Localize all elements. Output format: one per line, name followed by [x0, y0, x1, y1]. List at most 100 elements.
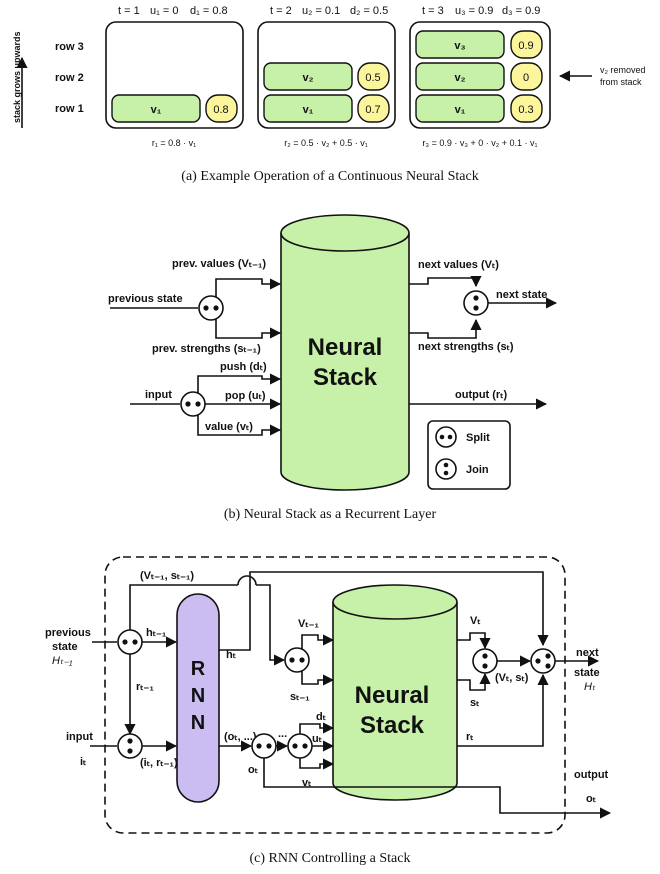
strength-label: 0.7	[365, 104, 380, 116]
previous-state-label: state	[52, 641, 78, 653]
dots-label: ...	[278, 728, 287, 740]
u-t-label: uₜ	[312, 733, 322, 745]
vector-cell	[415, 62, 505, 91]
legend-join-label: Join	[466, 464, 489, 476]
vector-label: v₁	[455, 104, 466, 116]
vector-cell	[111, 94, 201, 123]
rnn-letter: N	[191, 712, 205, 734]
input-label: input	[66, 731, 93, 743]
prev-stack-state-line	[256, 584, 286, 666]
vector-label: v₃	[454, 40, 465, 52]
i-r-label: (iₜ, rₜ₋₁)	[140, 757, 178, 769]
V-prev-label: Vₜ₋₁	[298, 618, 319, 630]
o-t-line	[263, 758, 553, 814]
read-formula: r₃ = 0.9 · v₃ + 0 · v₂ + 0.1 · v₁	[422, 138, 537, 148]
next-values-line	[409, 275, 482, 288]
r-t-line	[457, 673, 549, 747]
caption-b: (b) Neural Stack as a Recurrent Layer	[224, 507, 437, 522]
vector-cell	[263, 94, 353, 123]
stack-label: Stack	[313, 364, 378, 391]
split-node	[117, 629, 143, 655]
next-strengths-line	[409, 318, 482, 339]
read-formula: r₂ = 0.5 · v₂ + 0.5 · v₁	[284, 138, 368, 148]
stack-step-1: t = 1 u₁ = 0 d₁ = 0.8 v₁ 0.8 r₁ = 0.8 · …	[105, 5, 244, 148]
s-t-label: sₜ	[470, 697, 479, 709]
panel-b: Neural Stack prev. values (Vₜ₋₁) previou…	[108, 214, 558, 522]
V-t-label: Vₜ	[470, 615, 481, 627]
prev-values-label: prev. values (Vₜ₋₁)	[172, 258, 266, 270]
strength-label: 0.5	[365, 72, 380, 84]
next-strengths-label: next strengths (sₜ)	[418, 341, 514, 353]
strength-cell	[205, 94, 238, 123]
value-label: value (vₜ)	[205, 421, 253, 433]
neural-stack-cylinder: Neural Stack	[280, 214, 410, 491]
prev-values-line	[215, 278, 282, 297]
rnn-letter: N	[191, 685, 205, 707]
d-t-label: dₜ	[316, 711, 326, 723]
rnn-stack-boundary	[104, 556, 566, 834]
step-header: u₃ = 0.9	[455, 5, 493, 17]
step-header: t = 1	[118, 5, 140, 17]
next-state-label: state	[574, 667, 600, 679]
legend-split-label: Split	[466, 432, 490, 444]
previous-state-label: Hₜ₋₁	[52, 655, 73, 667]
strength-label: 0	[523, 72, 529, 84]
vector-label: v₂	[302, 72, 313, 84]
vector-cell	[415, 30, 505, 59]
pop-label: pop (uₜ)	[225, 390, 266, 402]
join-node	[530, 648, 556, 674]
next-state-label: Hₜ	[584, 681, 596, 693]
vector-cell	[263, 62, 353, 91]
stack-label: Stack	[360, 712, 425, 739]
read-formula: r₁ = 0.8 · v₁	[152, 138, 196, 148]
line-crossing-hop	[237, 575, 257, 586]
next-state-label: next	[576, 647, 599, 659]
join-node	[472, 648, 498, 674]
strength-label: 0.9	[518, 40, 533, 52]
split-node	[287, 733, 313, 759]
removed-note: from stack	[600, 77, 642, 87]
step-header: d₁ = 0.8	[190, 5, 228, 17]
prev-stack-state-label: (Vₜ₋₁, sₜ₋₁)	[140, 570, 194, 582]
legend: Split Join	[427, 420, 511, 490]
split-node	[198, 295, 224, 321]
push-line	[197, 373, 282, 393]
input-label: input	[145, 389, 172, 401]
join-node	[117, 733, 143, 759]
value-line	[299, 758, 335, 770]
previous-state-label: previous state	[108, 293, 183, 305]
removed-note: v₂ removed	[600, 65, 646, 75]
next-values-label: next values (Vₜ)	[418, 259, 499, 271]
row-label-1: row 1	[55, 103, 84, 115]
strength-cell	[510, 30, 543, 59]
input-label: iₜ	[80, 756, 86, 768]
neural-stack-cylinder: Neural Stack	[332, 584, 458, 801]
h-prev-label: hₜ₋₁	[146, 627, 167, 639]
rnn-letter: R	[191, 658, 206, 680]
h-t-label: hₜ	[226, 649, 236, 661]
V-t-line	[457, 632, 491, 650]
strength-cell	[357, 62, 390, 91]
vector-cell	[415, 94, 505, 123]
split-node	[251, 733, 277, 759]
output-label: output (rₜ)	[455, 389, 507, 401]
stack-label: Neural	[355, 682, 430, 709]
stack-step-3: t = 3 u₃ = 0.9 d₃ = 0.9 v₃ 0.9 v₂ 0 v₁ 0…	[409, 5, 551, 148]
row-label-3: row 3	[55, 41, 84, 53]
v-t-label: vₜ	[302, 777, 311, 789]
step-header: t = 2	[270, 5, 292, 17]
strength-label: 0.3	[518, 104, 533, 116]
strength-label: 0.8	[213, 104, 228, 116]
strength-cell	[357, 94, 390, 123]
r-prev-label: rₜ₋₁	[136, 681, 154, 693]
stack-grows-label: stack grows upwards	[12, 31, 22, 123]
stack-label: Neural	[308, 334, 383, 361]
vector-label: v₂	[454, 72, 465, 84]
push-label: push (dₜ)	[220, 361, 267, 373]
join-node	[463, 290, 489, 316]
panel-a: stack grows upwards row 3 row 2 row 1 t …	[12, 5, 646, 184]
output-label: output	[574, 769, 609, 781]
strength-cell	[510, 62, 543, 91]
o-t-label: oₜ	[248, 764, 258, 776]
step-header: u₁ = 0	[150, 5, 178, 17]
